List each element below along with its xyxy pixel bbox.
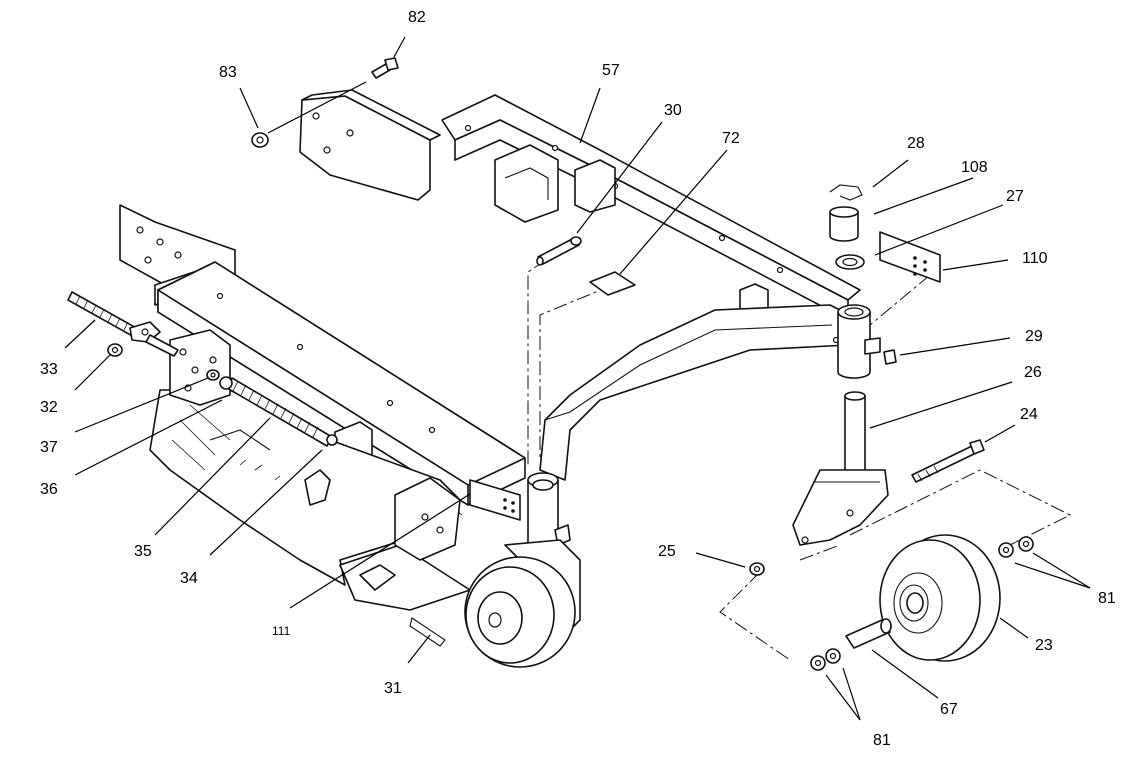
spacer-67: [845, 618, 892, 649]
grease-fitting-29: [883, 349, 897, 365]
decal-110: [879, 231, 941, 283]
callout-72: 72: [722, 130, 740, 147]
retaining-clip-28: [829, 184, 863, 201]
washers-81-left: [810, 648, 841, 671]
bushing-108: [829, 206, 859, 242]
leader-lines: [64, 36, 1091, 721]
decal-72: [589, 271, 636, 296]
rear-mount-bracket: [299, 89, 441, 201]
callout-110: 110: [1022, 250, 1048, 267]
washers-81-right: [998, 536, 1034, 558]
callout-32: 32: [40, 399, 58, 416]
caster-fork-26: [792, 391, 889, 546]
callout-29: 29: [1025, 328, 1043, 345]
rear-frame-tube: [441, 94, 861, 321]
callout-81-right: 81: [1098, 590, 1116, 607]
callout-111: 111: [272, 624, 291, 638]
hair-pin-31: [409, 617, 446, 647]
nut-25: [749, 562, 765, 576]
callout-83: 83: [219, 64, 237, 81]
callout-24: 24: [1020, 406, 1038, 423]
threaded-rod-33: [67, 291, 141, 339]
callout-34: 34: [180, 570, 198, 587]
wheel-23: [879, 534, 1001, 662]
callout-81-left: 81: [873, 732, 891, 749]
rod-clevis: [129, 321, 179, 357]
callout-82: 82: [408, 9, 426, 26]
callout-67: 67: [940, 701, 958, 718]
callout-23: 23: [1035, 637, 1053, 654]
callout-108: 108: [961, 159, 988, 176]
left-caster-assembly: [464, 472, 581, 668]
nut-32: [107, 343, 123, 357]
callout-37: 37: [40, 439, 58, 456]
caster-pivot-housing: [837, 304, 881, 379]
callout-31: 31: [384, 680, 402, 697]
callout-33: 33: [40, 361, 58, 378]
washers-37: [206, 369, 220, 381]
pin-30: [536, 236, 582, 266]
callout-35: 35: [134, 543, 152, 560]
callout-28: 28: [907, 135, 925, 152]
callout-27: 27: [1006, 188, 1024, 205]
nut-83: [251, 132, 269, 148]
washer-27: [835, 254, 865, 270]
callout-57: 57: [602, 62, 620, 79]
height-adjust-bracket: [169, 329, 231, 406]
caster-arm: [539, 304, 851, 481]
decal-111: [469, 479, 521, 521]
bolt-82: [371, 57, 399, 79]
callout-25: 25: [658, 543, 676, 560]
front-cross-tube: [157, 261, 526, 509]
bolt-24: [911, 439, 985, 483]
deck-plate: [149, 389, 471, 611]
spring-35: [219, 376, 338, 447]
callout-30: 30: [664, 102, 682, 119]
callout-26: 26: [1024, 364, 1042, 381]
callout-36: 36: [40, 481, 58, 498]
